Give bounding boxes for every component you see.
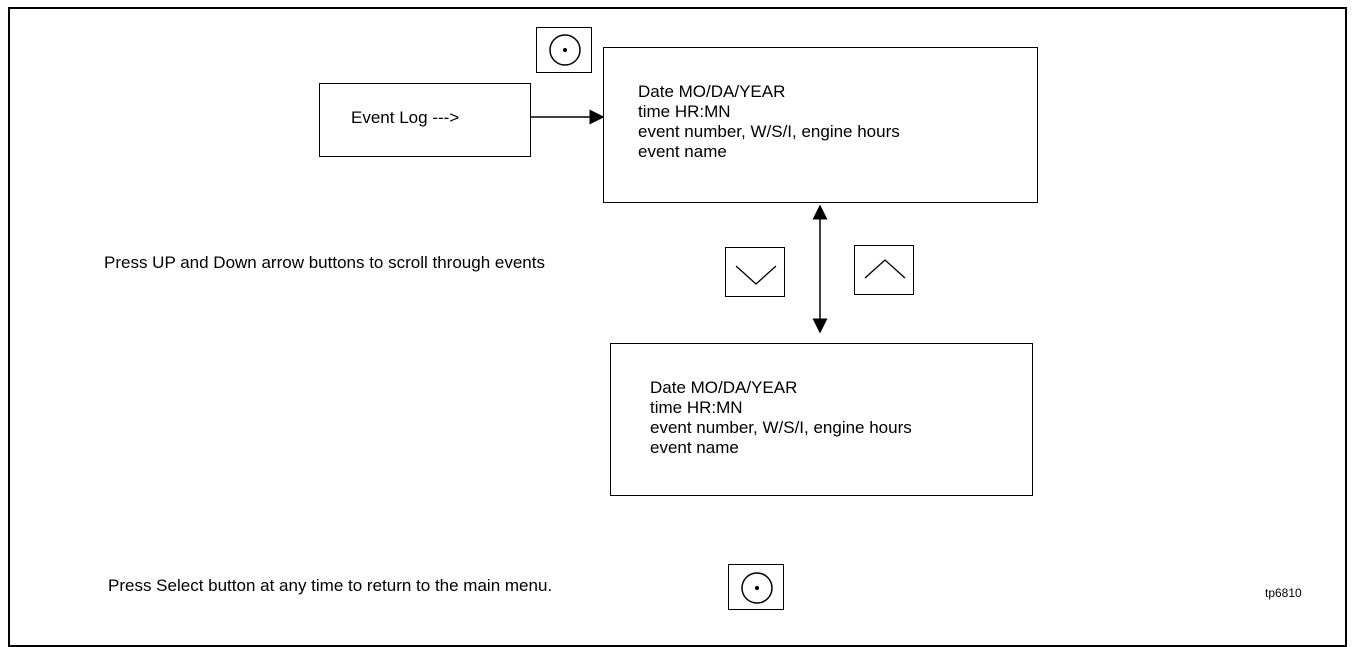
select-button-icon (549, 34, 581, 66)
event-name-line: event name (638, 142, 727, 161)
event-date-line: Date MO/DA/YEAR (650, 378, 798, 397)
event-log-menu-box: Event Log ---> (319, 83, 531, 157)
event-number-line: event number, W/S/I, engine hours (638, 122, 900, 141)
connector-arrows (531, 109, 828, 334)
figure-id: tp6810 (1265, 586, 1302, 600)
select-button-top (536, 27, 592, 73)
scroll-instruction: Press UP and Down arrow buttons to scrol… (104, 253, 545, 272)
select-button-bottom (728, 564, 784, 610)
event-display-top: Date MO/DA/YEAR time HR:MN event number,… (603, 47, 1038, 203)
event-time-line: time HR:MN (650, 398, 743, 417)
down-arrow-button (725, 247, 785, 297)
event-number-line: event number, W/S/I, engine hours (650, 418, 912, 437)
select-button-icon (741, 572, 773, 604)
event-date-line: Date MO/DA/YEAR (638, 82, 786, 101)
event-display-bottom: Date MO/DA/YEAR time HR:MN event number,… (610, 343, 1033, 496)
event-display-bottom-lines: Date MO/DA/YEAR time HR:MN event number,… (650, 378, 912, 458)
up-arrow-button (854, 245, 914, 295)
up-arrow-button-icon (864, 259, 906, 279)
event-display-top-lines: Date MO/DA/YEAR time HR:MN event number,… (638, 82, 900, 162)
event-name-line: event name (650, 438, 739, 457)
event-time-line: time HR:MN (638, 102, 731, 121)
select-instruction: Press Select button at any time to retur… (108, 576, 553, 595)
down-arrow-button-icon (735, 265, 777, 285)
event-log-label: Event Log ---> (351, 108, 460, 127)
